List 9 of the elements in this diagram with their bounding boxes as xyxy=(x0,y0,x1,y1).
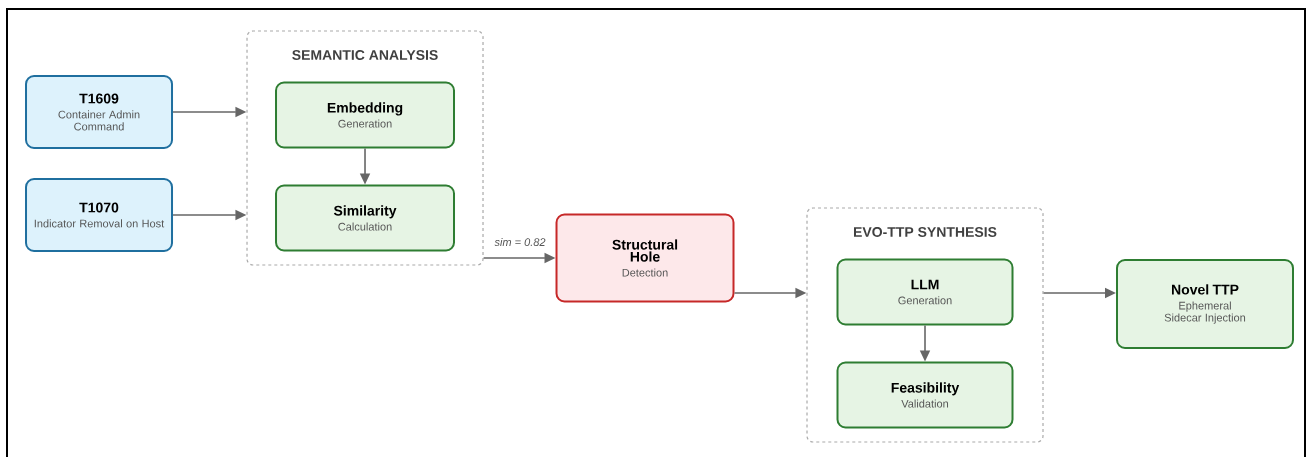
edge-label: sim = 0.82 xyxy=(493,236,547,248)
process-box: LLM Generation xyxy=(836,258,1014,326)
process-box: T1070 Indicator Removal on Host xyxy=(25,178,173,252)
process-box: T1609 Container Admin Command xyxy=(25,75,173,149)
process-box: Embedding Generation xyxy=(275,81,455,149)
process-box: Structural Hole Detection xyxy=(555,213,735,303)
process-box: Novel TTP Ephemeral Sidecar Injection xyxy=(1116,259,1294,349)
process-box: Feasibility Validation xyxy=(836,361,1014,429)
process-box: Similarity Calculation xyxy=(275,184,455,252)
